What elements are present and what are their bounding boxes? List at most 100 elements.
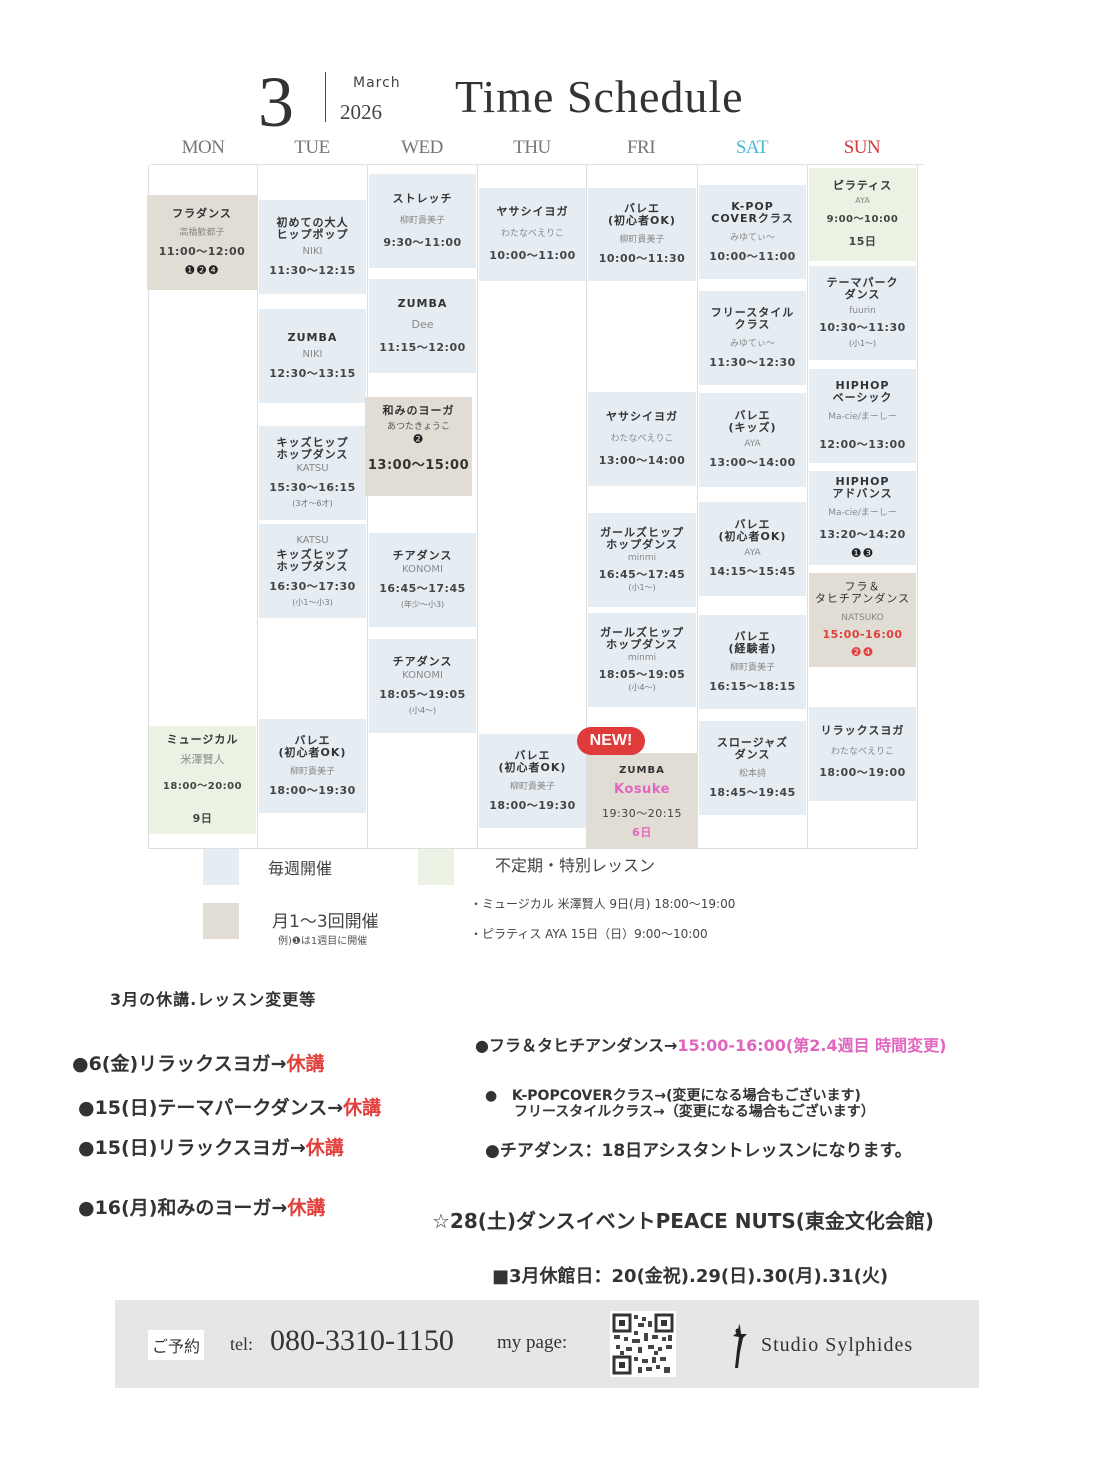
class-block-mon-hula[interactable]: フラダンス 高橋歓都子 11:00〜12:00 ❶❷❹ (147, 195, 257, 290)
notices-heading: 3月の休講.レッスン変更等 (110, 990, 317, 1009)
class-block-sun-pilates[interactable]: ピラティス AYA 9:00〜10:00 15日 (809, 168, 916, 261)
cancellation-item: ●16(月)和みのヨーガ→休講 (78, 1193, 325, 1220)
class-time: 9:00〜10:00 (826, 214, 899, 225)
instructor: 柳町貴美子 (509, 781, 555, 792)
class-block-tue-ballet[interactable]: バレエ (初心者OK) 柳町貴美子 18:00〜19:30 (259, 719, 366, 813)
class-block-fri-yoga[interactable]: ヤサシイヨガ わたなべえりこ 13:00〜14:00 (588, 392, 696, 486)
age-note: (小4〜) (628, 683, 656, 692)
class-block-sun-hiphop-advance[interactable]: HIPHOP アドバンス Ma-cie/まーしー 13:20〜14:20 ❶❸ (809, 471, 916, 565)
class-time: 11:15〜12:00 (379, 340, 466, 354)
change-text: ●フラ＆タヒチアンダンス→ (475, 1036, 678, 1055)
class-block-sat-slow-jazz[interactable]: スロージャズ ダンス 松本詩 18:45〜19:45 (699, 721, 806, 815)
instructor: 高橋歓都子 (179, 228, 225, 238)
event-notice: ☆28(土)ダンスイベントPEACE NUTS(東金文化会館) (432, 1209, 935, 1233)
class-block-wed-stretch[interactable]: ストレッチ 柳町貴美子 9:30〜11:00 (369, 174, 476, 268)
class-time: 13:00〜14:00 (598, 453, 686, 467)
class-time: 13:00〜15:00 (367, 458, 470, 473)
special-lesson-item: ・ピラティス AYA 15日（日）9:00〜10:00 (470, 927, 708, 941)
class-block-tue-kids-hiphop-2[interactable]: KATSU キッズヒップ ホップダンス 16:30〜17:30 (小1〜小3) (259, 524, 366, 618)
week-numbers: ❷❹ (850, 645, 875, 659)
class-block-fri-girls-hiphop-2[interactable]: ガールズヒップ ホップダンス minmi 18:05〜19:05 (小4〜) (588, 613, 696, 707)
class-block-sun-relax-yoga[interactable]: リラックスヨガ わたなべえりこ 18:00〜19:00 (809, 707, 916, 801)
class-block-thu-yoga[interactable]: ヤサシイヨガ わたなべえりこ 10:00〜11:00 (479, 188, 586, 281)
instructor: minmi (627, 553, 657, 563)
class-name: HIPHOP ベーシック (832, 379, 893, 404)
class-block-sun-hula-tahitian[interactable]: フラ＆ タヒチアンダンス NATSUKO 15:00-16:00 ❷❹ (809, 573, 916, 667)
class-name: スロージャズ ダンス (716, 735, 789, 761)
age-note: (小1〜) (848, 339, 877, 348)
instructor: NATSUKO (841, 613, 884, 623)
class-name: ヤサシイヨガ (606, 409, 678, 423)
class-block-mon-musical[interactable]: ミュージカル 米澤賢人 18:00〜20:00 9日 (149, 726, 256, 834)
year: 2026 (340, 100, 382, 124)
class-block-sat-ballet-kids[interactable]: バレエ (キッズ) AYA 13:00〜14:00 (699, 393, 806, 487)
class-block-sun-hiphop-basic[interactable]: HIPHOP ベーシック Ma-cie/まーしー 12:00〜13:00 (809, 369, 916, 463)
change-highlight: 15:00-16:00(第2.4週目 時間変更) (677, 1036, 947, 1055)
legend-weekly-label: 毎週開催 (268, 859, 333, 878)
instructor: みゆてぃ〜 (729, 232, 775, 243)
cancellation-item: ●15(日)リラックスヨガ→休講 (78, 1133, 344, 1160)
month-number: 3 (258, 62, 294, 142)
class-date: 15日 (848, 235, 877, 248)
class-name: チアダンス (392, 549, 453, 562)
qr-code-icon[interactable] (610, 1311, 676, 1377)
day-header-fri: FRI (626, 137, 656, 158)
cancellation-item: ●15(日)テーマパークダンス→休講 (78, 1093, 381, 1120)
class-time: 15:00-16:00 (822, 628, 903, 641)
class-block-tue-zumba[interactable]: ZUMBA NIKI 12:30〜13:15 (259, 309, 366, 403)
instructor: KONOMI (402, 564, 443, 575)
class-block-wed-cheer[interactable]: チアダンス KONOMI 16:45〜17:45 (年少〜小3) (369, 533, 476, 627)
class-name: バレエ (初心者OK) (278, 733, 347, 759)
class-time: 16:30〜17:30 (269, 579, 356, 593)
class-block-fri-girls-hiphop[interactable]: ガールズヒップ ホップダンス minmi 16:45〜17:45 (小1〜) (588, 513, 696, 607)
class-block-wed-yoga[interactable]: 和みのヨーガ あつたきょうこ ❷ 13:00〜15:00 (365, 397, 472, 496)
class-name: バレエ (初心者OK) (498, 748, 567, 774)
class-time: 16:45〜17:45 (379, 582, 466, 595)
week-numbers: ❶❷❹ (184, 263, 220, 277)
class-block-sat-freestyle[interactable]: フリースタイル クラス みゆてぃ〜 11:30〜12:30 (699, 291, 806, 385)
tel-number[interactable]: 080-3310-1150 (270, 1324, 454, 1357)
class-block-fri-zumba-new[interactable]: ZUMBA Kosuke 19:30〜20:15 6日 (587, 753, 697, 848)
instructor: fuurin (849, 306, 876, 316)
header-rule (150, 164, 924, 165)
reserve-label: ご予約 (148, 1330, 205, 1360)
class-block-sat-ballet-beginner[interactable]: バレエ (初心者OK) AYA 14:15〜15:45 (699, 502, 806, 596)
class-time: 11:30〜12:30 (709, 355, 796, 369)
class-block-wed-cheer-2[interactable]: チアダンス KONOMI 18:05〜19:05 (小4〜) (369, 639, 476, 733)
class-time: 15:30〜16:15 (269, 481, 356, 494)
column-divider (477, 165, 478, 848)
class-name: ガールズヒップ ホップダンス (600, 526, 684, 551)
instructor: あつたきょうこ (386, 422, 450, 432)
instructor: Ma-cie/まーしー (828, 508, 897, 518)
class-block-tue-kids-hiphop[interactable]: キッズヒップ ホップダンス KATSU 15:30〜16:15 (3才〜6才) (259, 426, 366, 520)
class-time: 16:45〜17:45 (598, 568, 686, 581)
class-name: キッズヒップ ホップダンス (276, 436, 349, 461)
column-divider (367, 165, 368, 848)
instructor: AYA (744, 439, 761, 449)
class-name: テーマパーク ダンス (826, 276, 899, 301)
day-header-wed: WED (401, 137, 443, 158)
class-block-sat-ballet-experienced[interactable]: バレエ (経験者) 柳町貴美子 16:15〜18:15 (699, 615, 806, 709)
class-time: 12:00〜13:00 (819, 438, 906, 451)
class-block-thu-ballet[interactable]: バレエ (初心者OK) 柳町貴美子 18:00〜19:30 (479, 734, 586, 828)
cancellation-text: ●16(月)和みのヨーガ→ (78, 1197, 288, 1219)
class-date: 6日 (632, 826, 652, 839)
class-time: 16:15〜18:15 (709, 679, 796, 693)
class-block-sat-kpop[interactable]: K-POP COVERクラス みゆてぃ〜 10:00〜11:00 (699, 185, 806, 279)
class-name: ZUMBA (397, 296, 448, 310)
class-name: HIPHOP アドバンス (832, 475, 893, 500)
class-name: ストレッチ (392, 191, 453, 205)
instructor: Kosuke (614, 782, 670, 797)
class-block-tue-adult-hiphop[interactable]: 初めての大人 ヒップポップ NIKI 11:30〜12:15 (259, 200, 366, 294)
age-note: (3才〜6才) (292, 499, 333, 508)
day-header-tue: TUE (294, 137, 330, 158)
class-block-fri-ballet[interactable]: バレエ (初心者OK) 柳町貴美子 10:00〜11:30 (588, 188, 696, 281)
cancellation-text: ●15(日)テーマパークダンス→ (78, 1097, 344, 1119)
change-item: ●チアダンス：18日アシスタントレッスンになります。 (485, 1141, 912, 1161)
ballerina-logo-icon (725, 1322, 749, 1370)
legend-special-label: 不定期・特別レッスン (495, 856, 656, 875)
class-time: 11:00〜12:00 (158, 245, 246, 258)
cancellation-status: 休講 (343, 1097, 382, 1119)
class-block-sun-themepark[interactable]: テーマパーク ダンス fuurin 10:30〜11:30 (小1〜) (809, 266, 916, 360)
class-block-wed-zumba[interactable]: ZUMBA Dee 11:15〜12:00 (369, 279, 476, 373)
